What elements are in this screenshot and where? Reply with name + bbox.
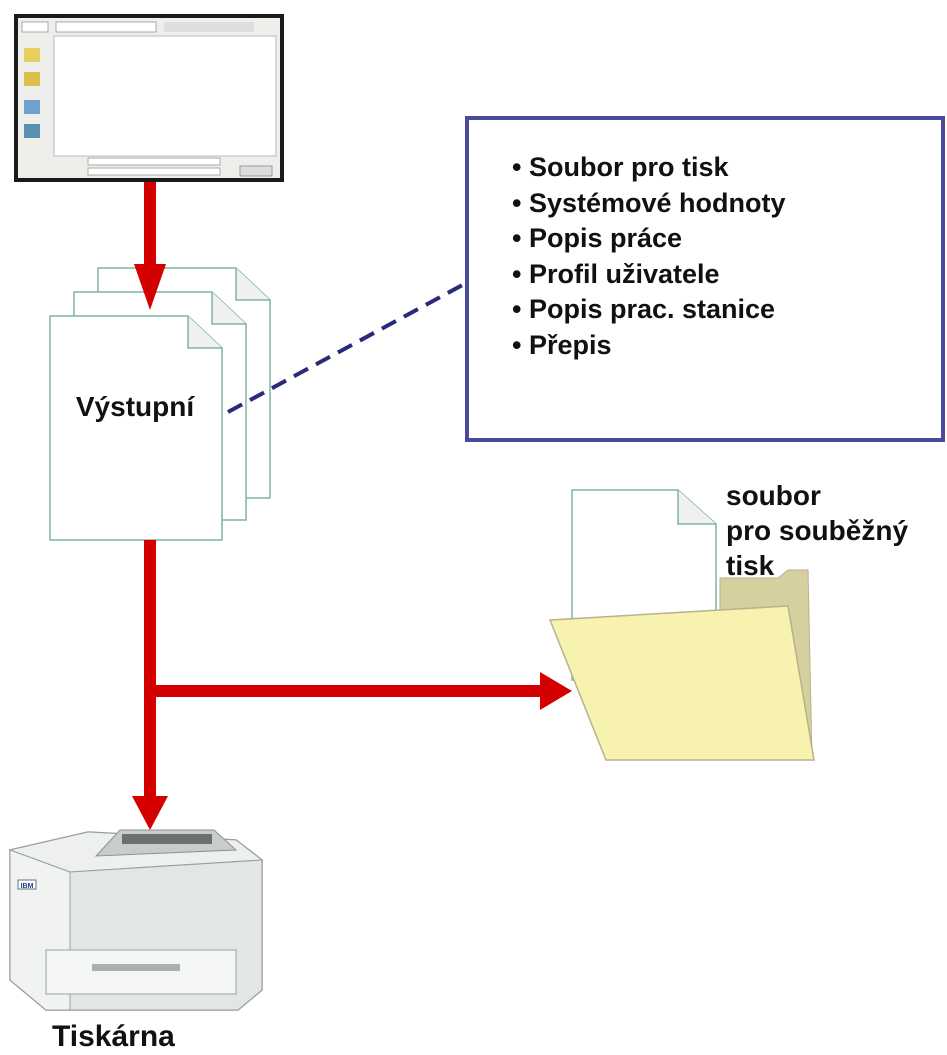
dashed-connector [227, 280, 469, 414]
arrow-output-to-spooled-file [144, 672, 572, 710]
output-data-label-line2: data [40, 429, 230, 437]
output-data-label-line1: Výstupní [75, 391, 195, 422]
list-item: Přepis [512, 328, 786, 364]
list-item: Soubor pro tisk [512, 150, 786, 186]
list-item: Systémové hodnoty [512, 186, 786, 222]
spooled-file-label-line1: soubor [726, 480, 821, 511]
list-item: Popis práce [512, 221, 786, 257]
attribute-sources-list: Soubor pro tisk Systémové hodnoty Popis … [512, 150, 786, 363]
spooled-file-label-line2: pro souběžný [726, 515, 909, 546]
list-item: Popis prac. stanice [512, 292, 786, 328]
arrow-output-to-printer [132, 540, 168, 830]
output-data-label: Výstupní data [40, 385, 230, 437]
printer-label: Tiskárna [52, 1020, 175, 1053]
list-item: Profil uživatele [512, 257, 786, 293]
arrow-window-to-output [134, 182, 166, 310]
spooled-file-label-line3: tisk [726, 550, 775, 581]
output-data-pages [49, 267, 271, 541]
printer-icon: IBM [8, 829, 264, 1011]
spooled-file-folder-icon [548, 489, 815, 761]
application-window-icon [14, 14, 284, 182]
spooled-file-label: soubor pro souběžný tisk [726, 478, 908, 583]
printer-brand-badge: IBM [21, 883, 34, 890]
